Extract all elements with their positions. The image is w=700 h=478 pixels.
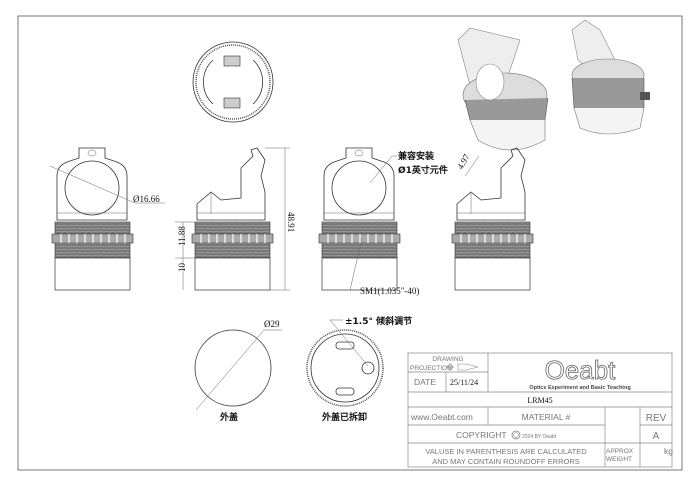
copyright-icon xyxy=(511,430,521,440)
rev-value: A xyxy=(653,431,660,442)
base-height-dim: 10 xyxy=(177,263,187,273)
projection-label: PROJECTION xyxy=(410,365,452,372)
front-view-annotated xyxy=(318,147,401,291)
drawing-projection-label: DRAWING xyxy=(432,356,463,363)
side-view-2 xyxy=(451,147,534,291)
side-view xyxy=(175,147,290,291)
material-label: MATERIAL # xyxy=(522,412,571,422)
compat-annotation-line1: 兼容安装 xyxy=(397,150,435,162)
website-link[interactable]: www.Oeabt.com xyxy=(410,412,473,422)
compat-annotation-line2: Ø1英寸元件 xyxy=(398,164,448,176)
thread-spec-annotation: SM1(1.035"-40) xyxy=(360,286,419,296)
bore-diameter-dim: Ø16.66 xyxy=(133,194,160,204)
copyright-text: 2024 BY Oeabt xyxy=(522,434,557,440)
title-block: DRAWING PROJECTION DATE 25/11/24 Oeabt O… xyxy=(407,352,673,468)
cover-removed-label: 外盖已拆卸 xyxy=(321,411,367,423)
isometric-render-1 xyxy=(457,27,549,151)
projection-symbol-icon xyxy=(446,363,479,371)
note-line1: VALUSE IN PARENTHESIS ARE CALCULATED xyxy=(425,447,587,456)
weight-label: WEIGHT xyxy=(606,456,632,463)
thread-height-dim: 11.88 xyxy=(177,226,187,246)
company-tagline: Optics Experiment and Basic Teaching xyxy=(529,385,630,391)
front-view xyxy=(49,147,165,291)
approx-label: APPROX xyxy=(606,448,634,455)
date-value: 25/11/24 xyxy=(450,378,478,387)
part-number: LRM45 xyxy=(527,396,552,405)
cover-diameter-dim: Ø29 xyxy=(264,319,280,329)
isometric-render-2 xyxy=(571,19,650,135)
note-line2: AND MAY CONTAIN ROUNDOFF ERRORS xyxy=(432,457,580,466)
tilt-annotation: ±1.5° 倾斜调节 xyxy=(345,315,412,327)
cover-label: 外盖 xyxy=(219,411,238,423)
angle-width-dim: 4.97 xyxy=(455,152,472,171)
date-label: DATE xyxy=(414,377,436,387)
cover-view xyxy=(194,329,282,411)
weight-unit: kg xyxy=(664,446,673,456)
company-logo: Oeabt xyxy=(545,355,617,385)
top-view xyxy=(192,41,274,123)
cover-removed-view xyxy=(306,319,384,407)
total-height-dim: 48.91 xyxy=(286,212,296,232)
rev-label: REV xyxy=(646,413,667,424)
sheet-border xyxy=(17,15,683,471)
copyright-label: COPYRIGHT xyxy=(456,430,507,440)
